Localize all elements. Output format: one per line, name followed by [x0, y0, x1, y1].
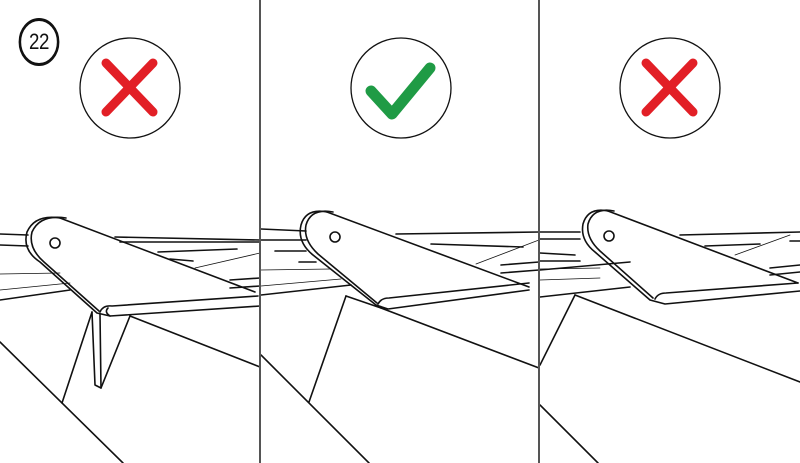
bracket-illustration-3 — [540, 209, 800, 463]
bracket-illustration-2 — [261, 210, 539, 463]
panel-correct — [261, 0, 539, 463]
red-x-icon — [619, 37, 721, 139]
bracket-illustration-1 — [0, 216, 260, 463]
panel-divider-2 — [538, 0, 540, 463]
panel-incorrect-2 — [540, 0, 800, 463]
green-check-icon — [350, 37, 452, 139]
step-number-badge: 22 — [18, 18, 60, 66]
step-number: 22 — [29, 29, 49, 54]
panel-divider-1 — [259, 0, 261, 463]
panel-incorrect-1 — [0, 0, 260, 463]
red-x-icon — [79, 37, 181, 139]
